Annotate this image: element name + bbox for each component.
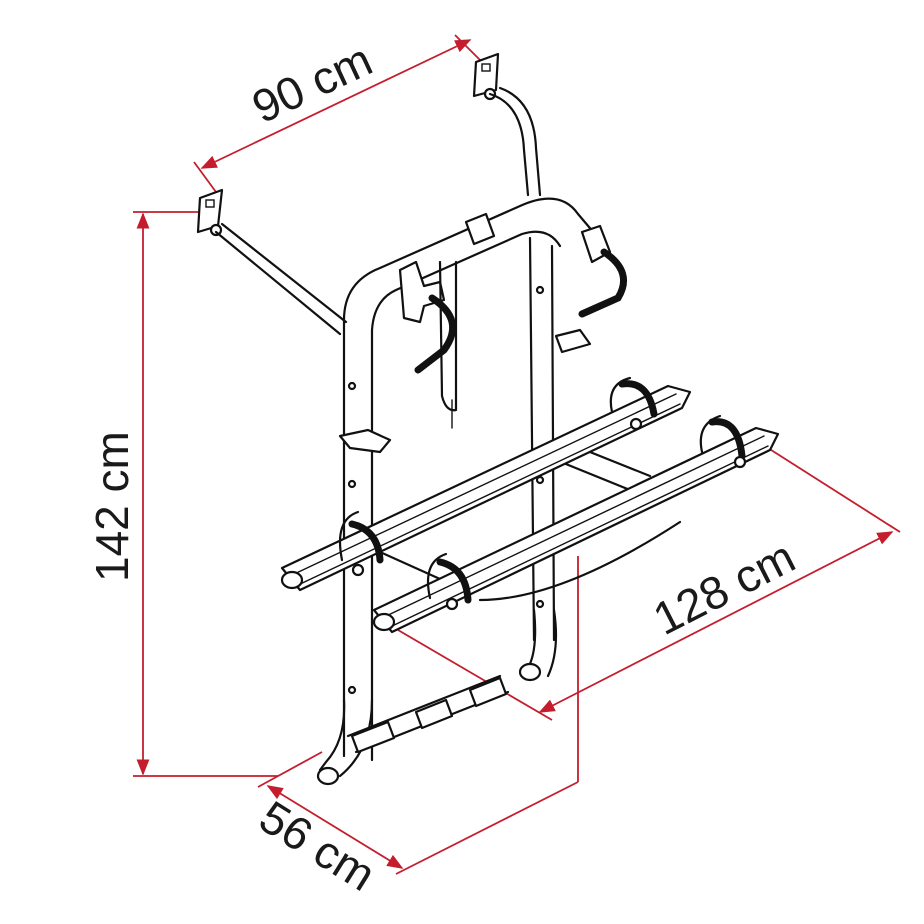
lower-cross-bar [346,674,510,754]
label-rail-length: 128 cm [645,530,803,645]
dimension-top-width [193,34,483,193]
right-mount-bracket [472,52,500,101]
dimension-depth [257,751,579,875]
wheel-rail-2 [372,414,780,634]
support-arms [214,86,542,336]
frame-clamps [398,212,628,429]
feet [316,662,542,786]
dimension-lines [133,34,901,875]
dimension-rail-length [397,447,901,782]
bolts [347,285,545,695]
dimension-height [133,211,278,777]
label-top-width: 90 cm [244,33,380,133]
rack-illustration [196,52,780,786]
label-height: 142 cm [86,431,138,582]
label-depth: 56 cm [251,790,385,900]
wheel-rail-1 [280,376,692,592]
left-mount-bracket [196,188,224,237]
upright-holders [338,328,592,454]
